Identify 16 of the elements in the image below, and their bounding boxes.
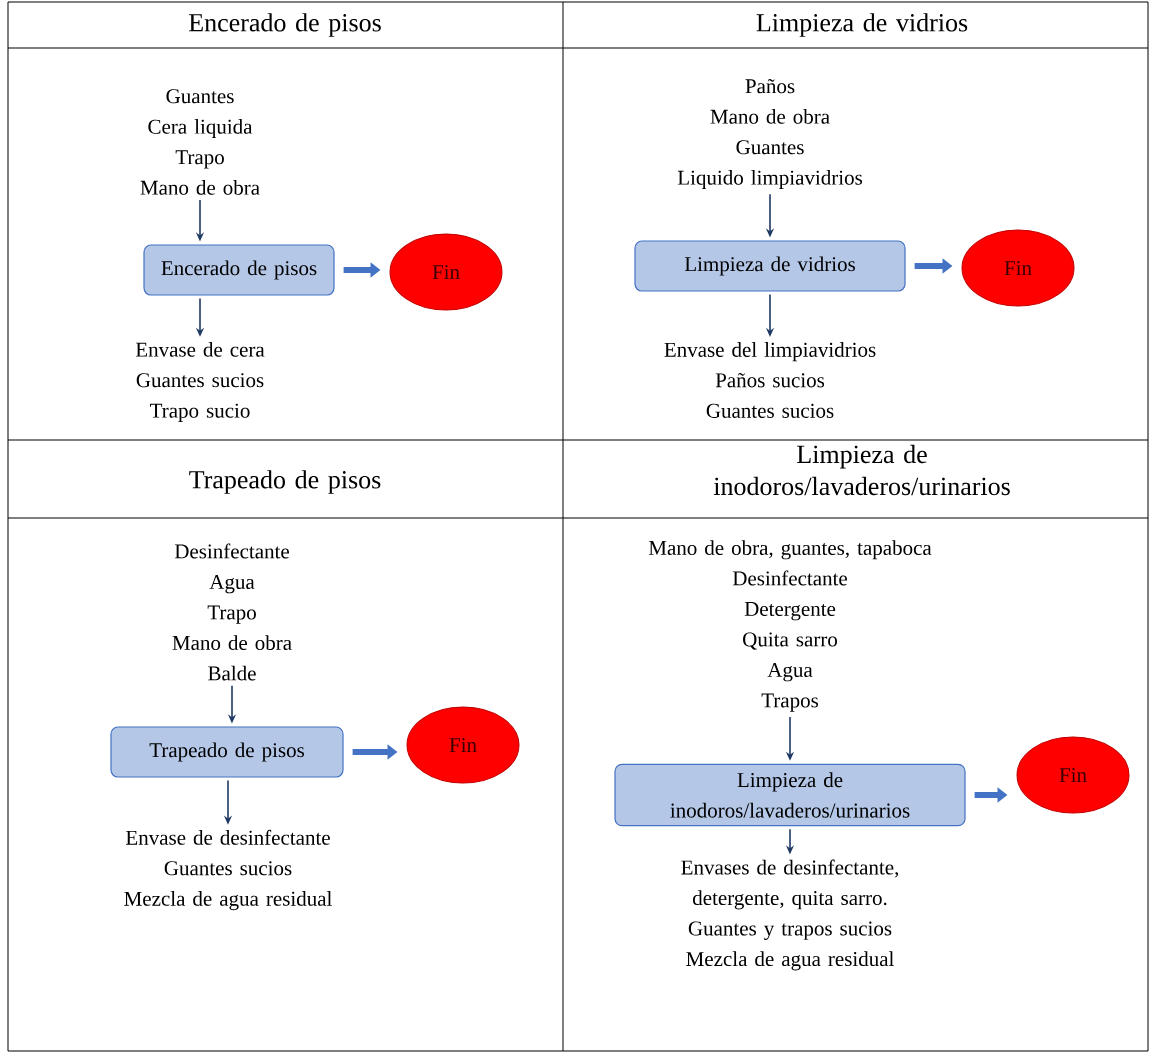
item-list: Envase del limpiavidrios Paños sucios Guantes sucios [664,342,876,418]
item-list: Envases de desinfectante, detergente, quita sarro. Guantes y trapos sucios Mezcla de agua residual [681,859,899,971]
process-box: Limpieza de inodoros/lavaderos/urinarios [614,763,966,827]
process-box: Limpieza de vidrios [634,240,906,292]
item-list: Paños Mano de obra Guantes Liquido limpiavidrios [677,78,863,190]
item-list: Guantes Cera liquida Trapo Mano de obra [140,89,260,195]
process-box: Encerado de pisos [143,244,335,296]
process-box: Trapeado de pisos [110,726,344,778]
column-header: Limpieza de inodoros/lavaderos/urinarios [713,444,1010,496]
item-list: Desinfectante Agua Trapo Mano de obra Balde [172,543,292,681]
item-list: Mano de obra, guantes, tapaboca Desinfectante Detergente Quita sarro Agua Trapos [648,540,932,712]
column-header: Limpieza de vidrios [756,13,968,37]
column-header: Encerado de pisos [189,13,381,37]
item-list: Envase de desinfectante Guantes sucios Mezcla de agua residual [124,829,332,911]
column-header: Trapeado de pisos [189,470,381,494]
item-list: Envase de cera Guantes sucios Trapo sucio [135,342,265,423]
